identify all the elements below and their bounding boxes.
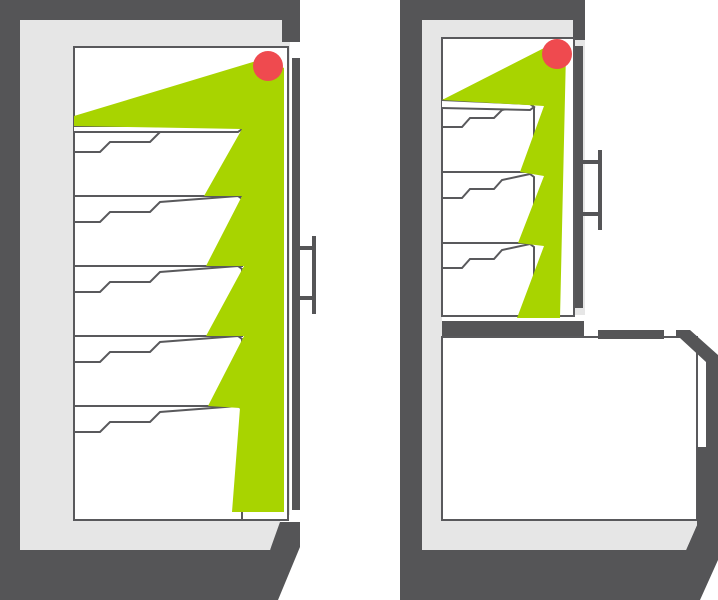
- fridge-right: [400, 0, 718, 600]
- ceiling-lamp-icon: [253, 51, 283, 81]
- fridge-left-light-beam: [74, 58, 284, 512]
- fridge-left-door: [292, 58, 300, 510]
- door-handle-icon[interactable]: [300, 236, 316, 314]
- fridge-right-divider: [442, 321, 584, 337]
- fridge-left-shelf-4: [73, 334, 243, 407]
- ceiling-lamp-icon: [542, 39, 572, 69]
- fridge-right-drawer-box: [441, 336, 698, 521]
- fridge-right-shelf-3: [441, 242, 535, 317]
- fridge-right-drawer-door: [598, 330, 718, 523]
- door-handle-icon[interactable]: [583, 150, 602, 230]
- fridge-right-light-beam: [442, 46, 566, 318]
- fridge-left-shelf-5: [73, 404, 243, 521]
- fridge-left-shelf-3: [73, 264, 243, 337]
- fridge-left-shelf-2: [73, 194, 243, 267]
- fridge-right-upper-door: [575, 46, 583, 308]
- fridge-left: [0, 0, 316, 600]
- fridge-right-shelf-2: [441, 172, 535, 244]
